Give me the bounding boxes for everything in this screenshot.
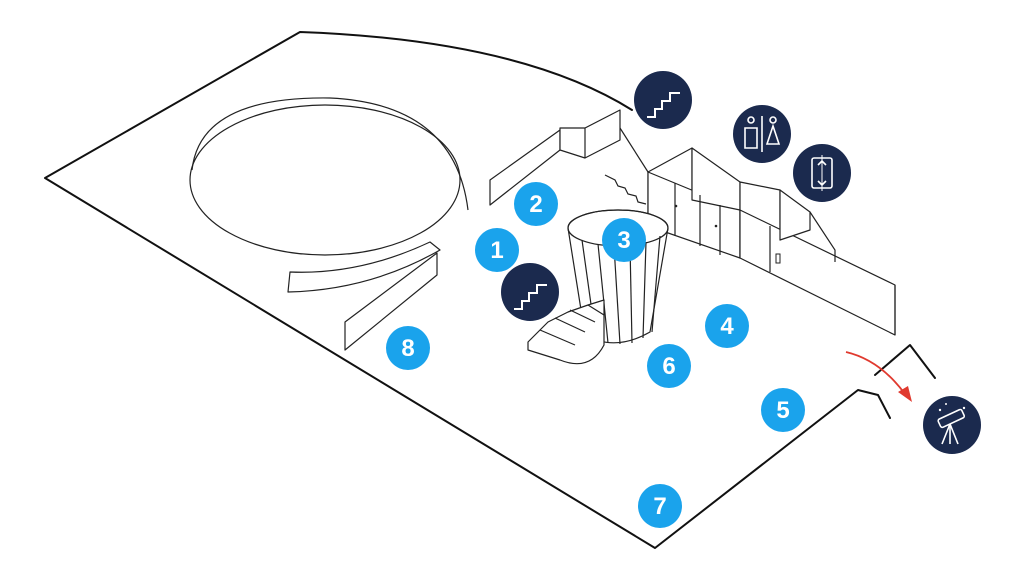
- partition-wall: [344, 252, 438, 351]
- dome-ring-inner: [191, 97, 469, 211]
- zone-marker-7[interactable]: 7: [638, 484, 682, 528]
- zone-marker-label: 4: [720, 313, 734, 340]
- dome-ring: [189, 104, 461, 256]
- zone-marker-label: 1: [490, 237, 503, 264]
- exit-corridor-edge: [874, 344, 936, 379]
- zone-marker-label: 6: [662, 353, 675, 380]
- zone-marker-label: 8: [401, 335, 414, 362]
- spiral-steps: [527, 299, 605, 365]
- zone-marker-3[interactable]: 3: [602, 218, 646, 262]
- telescope-icon[interactable]: [923, 396, 981, 454]
- stairs-icon[interactable]: [634, 71, 692, 129]
- back-staircase: [604, 174, 647, 205]
- exit-arrowhead: [898, 386, 912, 402]
- zone-marker-label: 2: [529, 191, 542, 218]
- zone-marker-label: 7: [653, 493, 666, 520]
- zone-marker-5[interactable]: 5: [761, 388, 805, 432]
- zone-marker-2[interactable]: 2: [514, 182, 558, 226]
- stairs-icon[interactable]: [501, 263, 559, 321]
- exit-arrow: [845, 351, 906, 395]
- zone-marker-1[interactable]: 1: [475, 228, 519, 272]
- zone-marker-6[interactable]: 6: [647, 344, 691, 388]
- restroom-icon[interactable]: [733, 105, 791, 163]
- restroom-block: [619, 127, 896, 336]
- elevator-icon[interactable]: [793, 144, 851, 202]
- dome-ramp: [287, 241, 441, 293]
- wall-segment-right: [559, 109, 621, 159]
- spiral-step-lines: [539, 304, 605, 346]
- zone-marker-label: 5: [776, 397, 789, 424]
- zone-marker-8[interactable]: 8: [386, 326, 430, 370]
- zone-marker-label: 3: [617, 227, 630, 254]
- zone-marker-4[interactable]: 4: [705, 304, 749, 348]
- floor-outline: [44, 31, 891, 549]
